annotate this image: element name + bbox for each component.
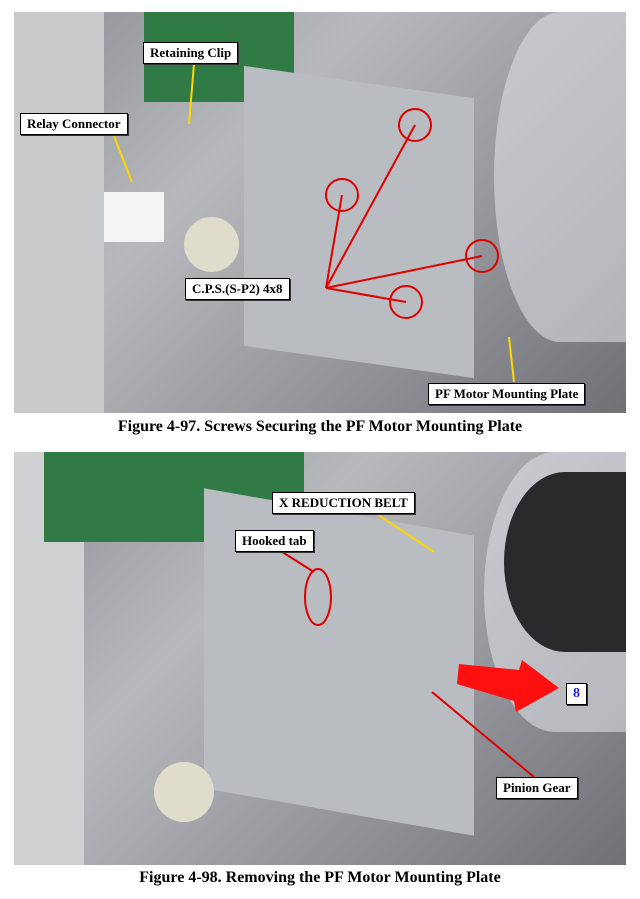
label-hooked-tab: Hooked tab [235,530,314,552]
label-pinion-gear: Pinion Gear [496,777,578,799]
photo-screws-mounting-plate: Retaining Clip Relay Connector C.P.S.(S-… [14,12,626,413]
disc [494,12,626,342]
step-number-badge: 8 [566,683,587,705]
ferrite-core [154,762,214,822]
label-retaining-clip: Retaining Clip [143,42,239,64]
photo-removing-mounting-plate: X REDUCTION BELT Hooked tab 8 Pinion Gea… [14,452,626,865]
relay-connector [104,192,164,242]
label-x-reduction-belt: X REDUCTION BELT [272,492,415,514]
ferrite-core [184,217,239,272]
label-screws: C.P.S.(S-P2) 4x8 [185,278,290,300]
figure-caption-4-97: Figure 4-97. Screws Securing the PF Moto… [117,418,523,435]
callout-overlay [278,511,559,778]
pulley [504,472,626,652]
label-mounting-plate: PF Motor Mounting Plate [428,383,586,405]
label-relay-connector: Relay Connector [20,113,128,135]
step-arrow [457,660,559,712]
figure-caption-4-98: Figure 4-98. Removing the PF Motor Mount… [139,869,501,886]
callout-overlay [113,63,515,383]
frame-left [14,12,104,413]
